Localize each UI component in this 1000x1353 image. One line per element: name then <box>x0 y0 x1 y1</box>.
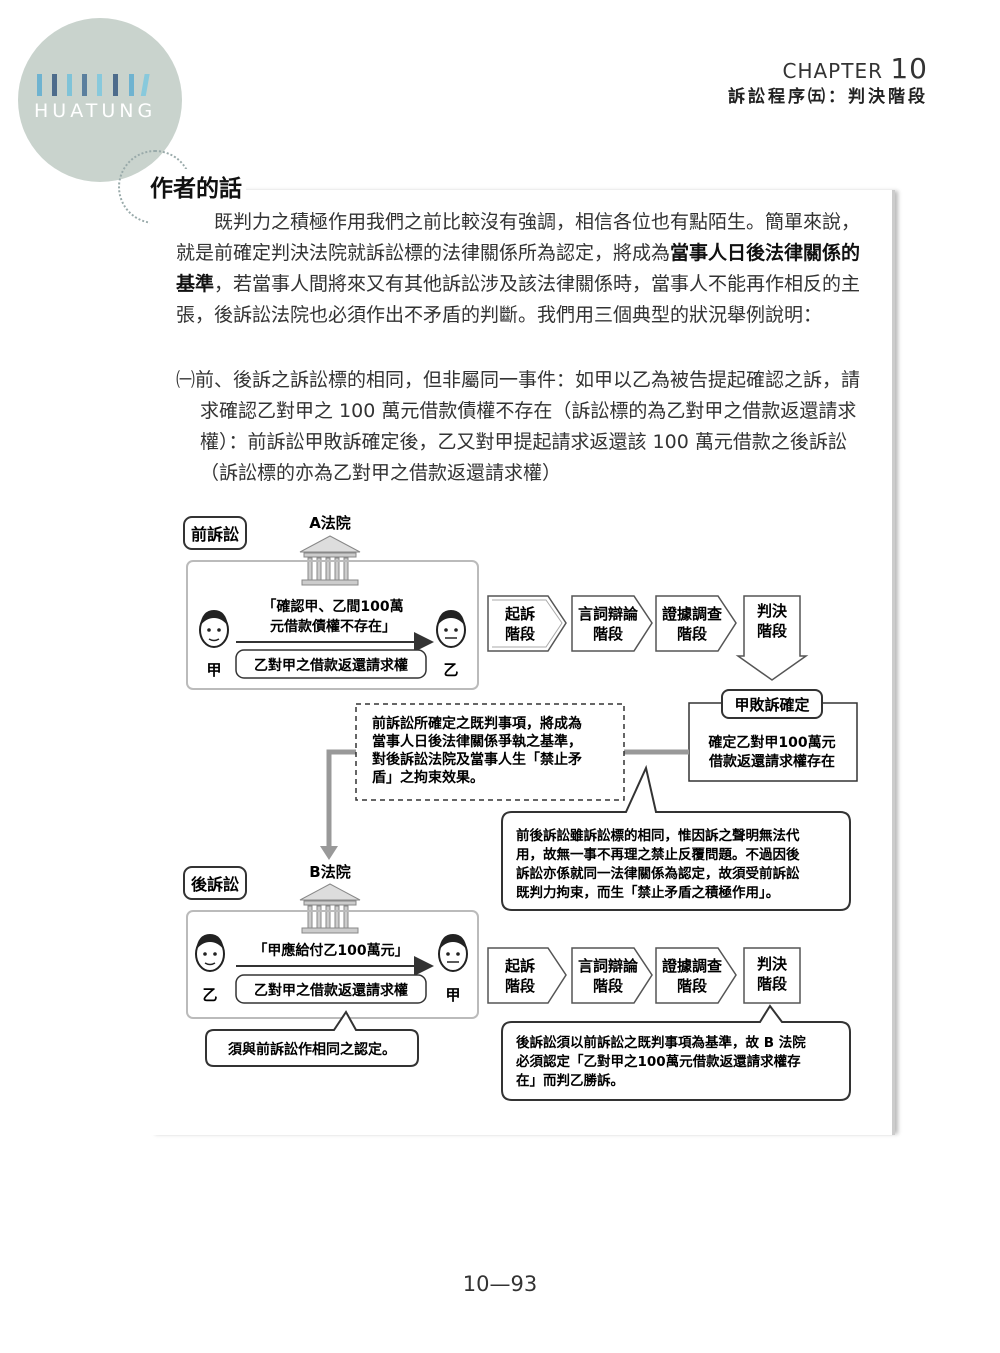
front-subject: 乙對甲之借款返還請求權 <box>254 657 408 674</box>
logo-text: HUATUNG <box>34 100 157 122</box>
chapter-label: CHAPTER 10 <box>783 52 929 85</box>
front-subject-box <box>235 649 427 679</box>
front-label: 前訴訟 <box>191 525 239 544</box>
person-icon-yi <box>436 610 466 648</box>
front-right-party: 乙 <box>443 661 458 679</box>
callout-3-line3: 在」而判乙勝訴。 <box>516 1072 624 1089</box>
callout-2-text: 須與前訴訟作相同之認定。 <box>227 1041 396 1058</box>
back-stage-3-line1: 證據調查 <box>662 957 723 975</box>
paragraph-1-text-b: ，若當事人間將來又有其他訴訟涉及該法律關係時，當事人不能再作相反的主張，後訴訟法… <box>176 273 861 326</box>
dashed-note-line1: 前訴訟所確定之既判事項，將成為 <box>372 715 582 732</box>
front-left-party: 甲 <box>206 661 221 679</box>
back-stage-4-line2: 階段 <box>757 975 787 993</box>
court-building-icon <box>299 883 361 934</box>
front-stage-1-line1: 起訴 <box>504 605 535 623</box>
logo-stripes <box>37 74 150 96</box>
callout-3-line1: 後訴訟須以前訴訟之既判事項為基準，故 B 法院 <box>516 1034 806 1051</box>
callout-1-line3: 訴訟亦係就同一法律關係為認定，故須受前訴訟 <box>516 865 800 882</box>
back-subject: 乙對甲之借款返還請求權 <box>254 982 408 999</box>
chapter-title: 訴訟程序㈤：判決階段 <box>728 87 928 107</box>
back-stage-3-line2: 階段 <box>677 977 707 995</box>
back-left-party: 乙 <box>202 986 217 1004</box>
callout-3: 後訴訟須以前訴訟之既判事項為基準，故 B 法院 必須認定「乙對甲之100萬元借款… <box>501 1004 851 1101</box>
result-line2: 借款返還請求權存在 <box>708 753 835 770</box>
back-stage-1-line2: 階段 <box>505 977 535 995</box>
callout-1-line2: 用，故無一事不再理之禁止反覆問題。不過因後 <box>516 846 800 863</box>
back-stage-4-line1: 判決 <box>757 955 788 973</box>
court-building-icon <box>299 535 361 586</box>
back-litigation-group: 後訴訟 B法院 「甲應給付乙100萬元」 乙對甲之借款返還請求權 乙 <box>183 863 479 1019</box>
person-icon-jia <box>438 934 468 972</box>
callout-1-line1: 前後訴訟雖訴訟標的相同，惟因訴之聲明無法代 <box>516 827 800 844</box>
front-stage-3-line2: 階段 <box>677 625 707 643</box>
back-claim: 「甲應給付乙100萬元」 <box>253 942 408 959</box>
back-stage-2-line2: 階段 <box>593 977 623 995</box>
front-result: 甲敗訴確定 確定乙對甲100萬元 借款返還請求權存在 <box>688 689 858 782</box>
back-stage-1-line1: 起訴 <box>504 957 535 975</box>
result-line1: 確定乙對甲100萬元 <box>708 734 835 751</box>
back-court-name: B法院 <box>309 863 350 881</box>
dashed-note-line4: 盾」之拘束效果。 <box>372 769 484 786</box>
back-stage-2-line1: 言詞辯論 <box>578 957 639 975</box>
callout-2: 須與前訴訟作相同之認定。 <box>205 1010 419 1067</box>
paragraph-1: 既判力之積極作用我們之前比較沒有強調，相信各位也有點陌生。簡單來說，就是前確定判… <box>176 207 866 331</box>
back-right-party: 甲 <box>445 986 460 1004</box>
result-tag: 甲敗訴確定 <box>734 696 809 714</box>
dashed-note-line3: 對後訴訟法院及當事人生「禁止矛 <box>372 751 582 768</box>
callout-3-line2: 必須認定「乙對甲之100萬元借款返還請求權存 <box>515 1053 801 1070</box>
front-case-frame <box>186 560 479 690</box>
front-stage-2-line2: 階段 <box>593 625 623 643</box>
callout-1: 前後訴訟雖訴訟標的相同，惟因訴之聲明無法代 用，故無一事不再理之禁止反覆問題。不… <box>501 764 851 911</box>
back-stage-flow: 起訴 階段 言詞辯論 階段 證據調查 階段 判決 階段 <box>487 947 801 1004</box>
paragraph-2: ㈠前、後訴之訴訟標的相同，但非屬同一事件：如甲以乙為被告提起確認之訴，請求確認乙… <box>176 369 861 484</box>
front-stage-3-line1: 證據調查 <box>662 605 723 623</box>
page-number: 10—93 <box>462 1272 538 1296</box>
chapter-number: 10 <box>890 52 928 85</box>
chapter-word: CHAPTER <box>782 59 883 83</box>
front-stage-4-line1: 判決 <box>757 602 788 620</box>
front-court-name: A法院 <box>309 514 351 532</box>
author-note-title: 作者的話 <box>146 169 246 203</box>
front-litigation-group: 前訴訟 A法院 「確認甲、乙間100萬 元借款債權不存在」 乙對甲之借款返還請求… <box>183 514 479 690</box>
paragraph-1-text-a: 既判力之積極作用我們之前比較沒有強調，相信各位也有點陌生。簡單來說，就是前確定判… <box>176 211 861 264</box>
front-stage-2-line1: 言詞辯論 <box>578 605 639 623</box>
front-stage-1-line2: 階段 <box>505 625 535 643</box>
dashed-note-line2: 當事人日後法律關係爭執之基準， <box>372 733 582 750</box>
back-label: 後訴訟 <box>191 875 239 894</box>
person-icon-jia <box>199 610 229 648</box>
front-claim-line2: 元借款債權不存在」 <box>270 618 396 635</box>
front-claim-line1: 「確認甲、乙間100萬 <box>262 598 403 615</box>
front-label-box <box>183 516 247 550</box>
person-icon-yi <box>195 934 225 972</box>
callout-1-line4: 既判力拘束，而生「禁止矛盾之積極作用」。 <box>516 884 779 901</box>
front-stage-flow: 起訴 階段 言詞辯論 階段 證據調查 階段 判決 階段 <box>487 595 809 681</box>
front-stage-4-line2: 階段 <box>757 622 787 640</box>
paragraph-1-bold: 當事人日後法律關係的基準 <box>176 242 861 295</box>
dashed-note: 前訴訟所確定之既判事項，將成為 當事人日後法律關係爭執之基準， 對後訴訟法院及當… <box>355 703 625 801</box>
